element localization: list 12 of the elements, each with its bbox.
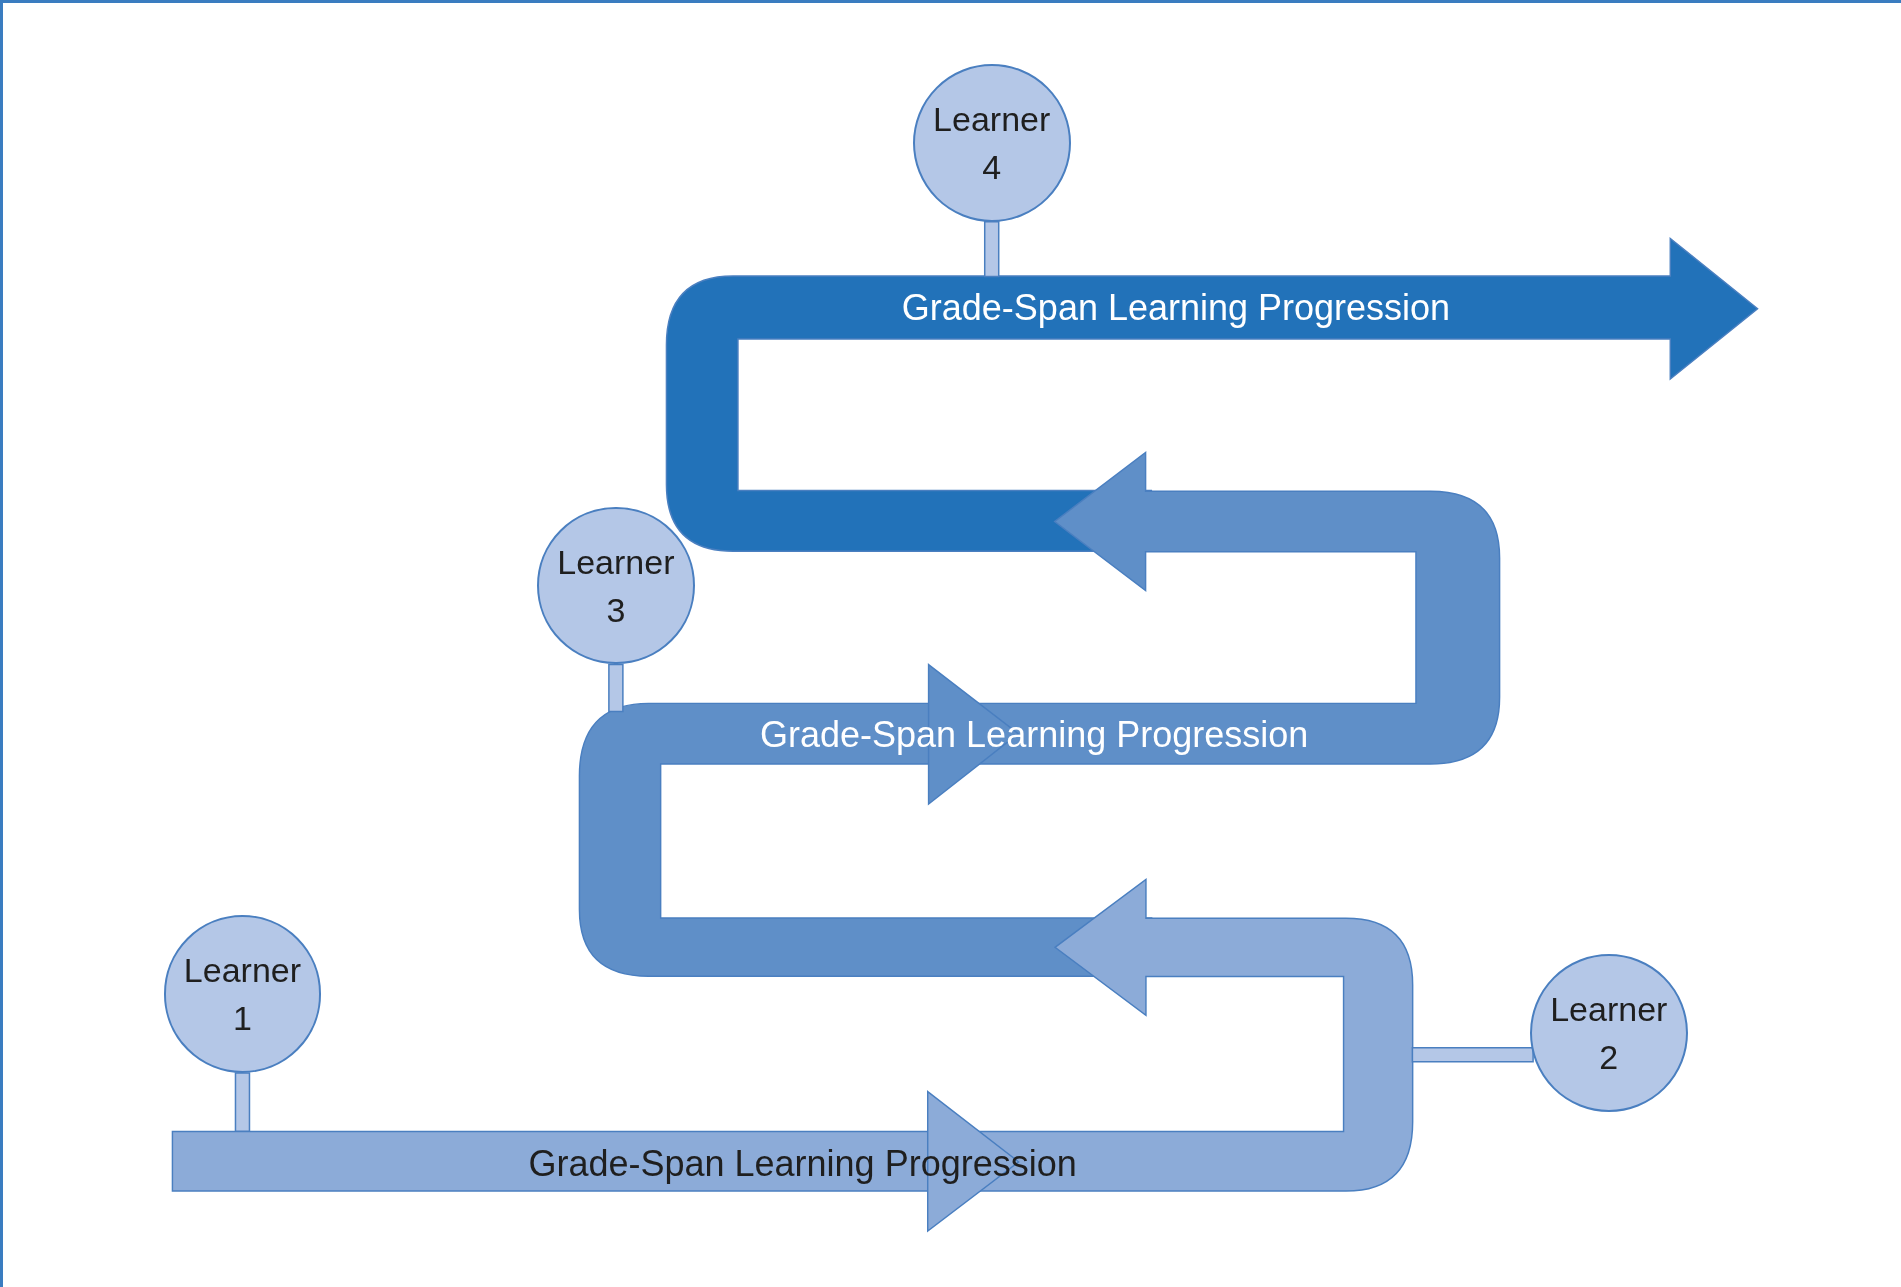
connector-stem <box>983 221 1000 278</box>
band-label: Grade-Span Learning Progression <box>759 712 1309 757</box>
band-label: Grade-Span Learning Progression <box>528 1141 1077 1186</box>
learner-label: Learner 4 <box>932 99 1052 189</box>
learner-label: Learner 1 <box>182 950 303 1040</box>
connector-stem <box>234 1072 251 1132</box>
learner-label: Learner 2 <box>1549 988 1669 1078</box>
band-label: Grade-Span Learning Progression <box>901 285 1451 330</box>
connector-stem <box>1411 1047 1534 1063</box>
learner-label: Learner 3 <box>556 541 676 631</box>
progression-band <box>169 876 1415 1233</box>
connector-stem <box>608 663 624 713</box>
